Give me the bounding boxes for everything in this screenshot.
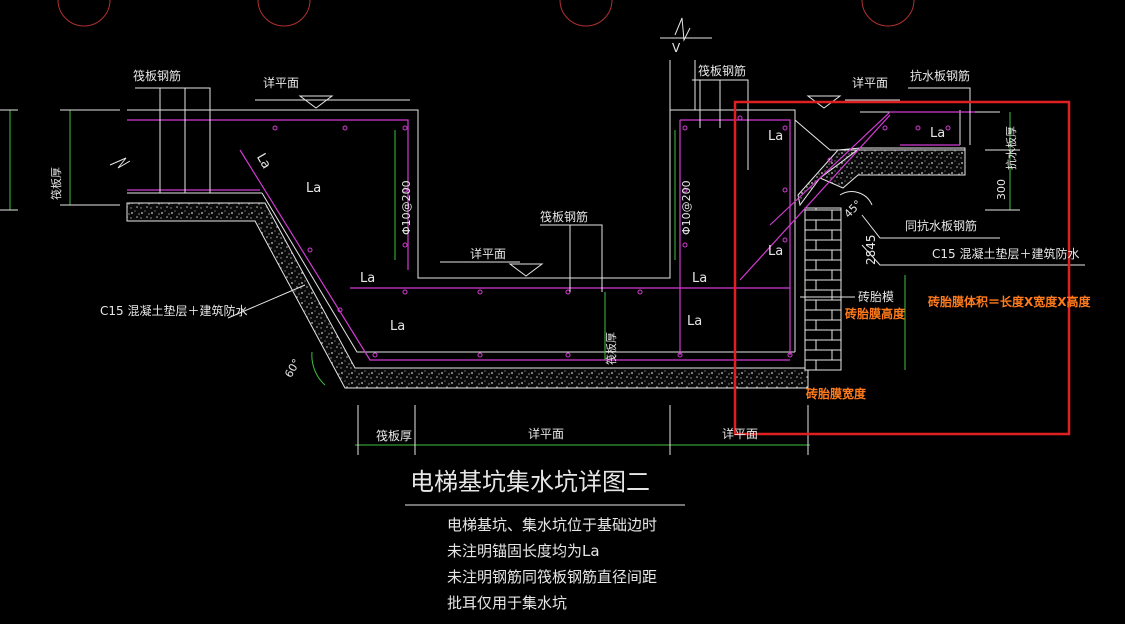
label-raft-rebar-2: 筏板钢筋 xyxy=(698,63,746,78)
highlight-box xyxy=(733,100,1071,436)
label-see-plan-2: 详平面 xyxy=(852,75,888,90)
dim-300: 300 xyxy=(995,179,1008,200)
break-mark-left xyxy=(109,157,131,169)
note-2: 未注明锚固长度均为La xyxy=(447,542,600,560)
rebar-lines xyxy=(127,111,975,361)
label-c15-left: C15 混凝土垫层＋建筑防水 xyxy=(100,303,247,318)
anti-water-thick: 抗水板厚 xyxy=(1004,126,1018,170)
angle-arc xyxy=(311,351,326,386)
concrete-cushion-layer xyxy=(126,202,809,389)
left-dimension-lines xyxy=(0,109,120,211)
la-3: La xyxy=(390,319,405,334)
top-circle-marks xyxy=(57,0,915,27)
label-c15-right: C15 混凝土垫层＋建筑防水 xyxy=(932,246,1079,261)
concrete-cushion-slope xyxy=(797,147,862,207)
dim-2845: 2845 xyxy=(864,234,878,265)
la-7: La xyxy=(768,244,783,259)
bottom-dimension xyxy=(355,405,810,455)
rebar-spec-2: Φ10@200 xyxy=(680,180,693,235)
la-4: La xyxy=(692,271,707,286)
rebar-dots xyxy=(272,115,951,358)
angle-label: 60° xyxy=(282,357,303,380)
la-5: La xyxy=(687,314,702,329)
note-3: 未注明钢筋同筏板钢筋直径间距 xyxy=(447,568,657,586)
dim-see-plan-bottom-1: 详平面 xyxy=(528,426,564,441)
la-2: La xyxy=(360,271,375,286)
raft-thick-left: 筏板厚 xyxy=(49,167,63,200)
rebar-spec-1: Φ10@200 xyxy=(400,180,413,235)
brick-mold xyxy=(804,207,842,371)
la-6: La xyxy=(768,129,783,144)
drawing-title: 电梯基坑集水坑详图二 xyxy=(410,468,650,496)
dim-raft-thick-bottom: 筏板厚 xyxy=(376,429,412,443)
la-8: La xyxy=(930,126,945,141)
dim-see-plan-bottom-2: 详平面 xyxy=(722,426,758,441)
label-anti-water-rebar: 抗水板钢筋 xyxy=(910,68,970,83)
angle-45-label: 45° xyxy=(842,198,865,221)
la-1: La xyxy=(306,181,321,196)
label-brick-mold: 砖胎模 xyxy=(858,289,894,304)
rebar-dimension-lines xyxy=(394,112,1020,370)
label-see-plan-1: 详平面 xyxy=(263,75,299,90)
annotation-formula: 砖胎膜体积＝长度X宽度X高度 xyxy=(928,294,1092,309)
note-4: 批耳仅用于集水坑 xyxy=(447,594,567,612)
angle-arc-45 xyxy=(839,191,873,206)
break-mark-top xyxy=(674,17,691,42)
label-raft-rebar-1: 筏板钢筋 xyxy=(133,68,181,83)
annotation-width: 砖胎膜宽度 xyxy=(806,386,867,401)
note-1: 电梯基坑、集水坑位于基础边时 xyxy=(447,516,657,534)
la-9: La xyxy=(253,151,274,172)
label-raft-rebar-3: 筏板钢筋 xyxy=(540,209,588,224)
section-mark: V xyxy=(672,41,681,55)
label-see-plan-3: 详平面 xyxy=(470,246,506,261)
annotation-height: 砖胎膜高度 xyxy=(845,306,906,321)
raft-thick-mid: 筏板厚 xyxy=(604,332,618,365)
structure-outline xyxy=(127,60,1000,353)
leader-lines xyxy=(135,79,1085,319)
label-same-anti-water-rebar: 同抗水板钢筋 xyxy=(905,218,977,233)
